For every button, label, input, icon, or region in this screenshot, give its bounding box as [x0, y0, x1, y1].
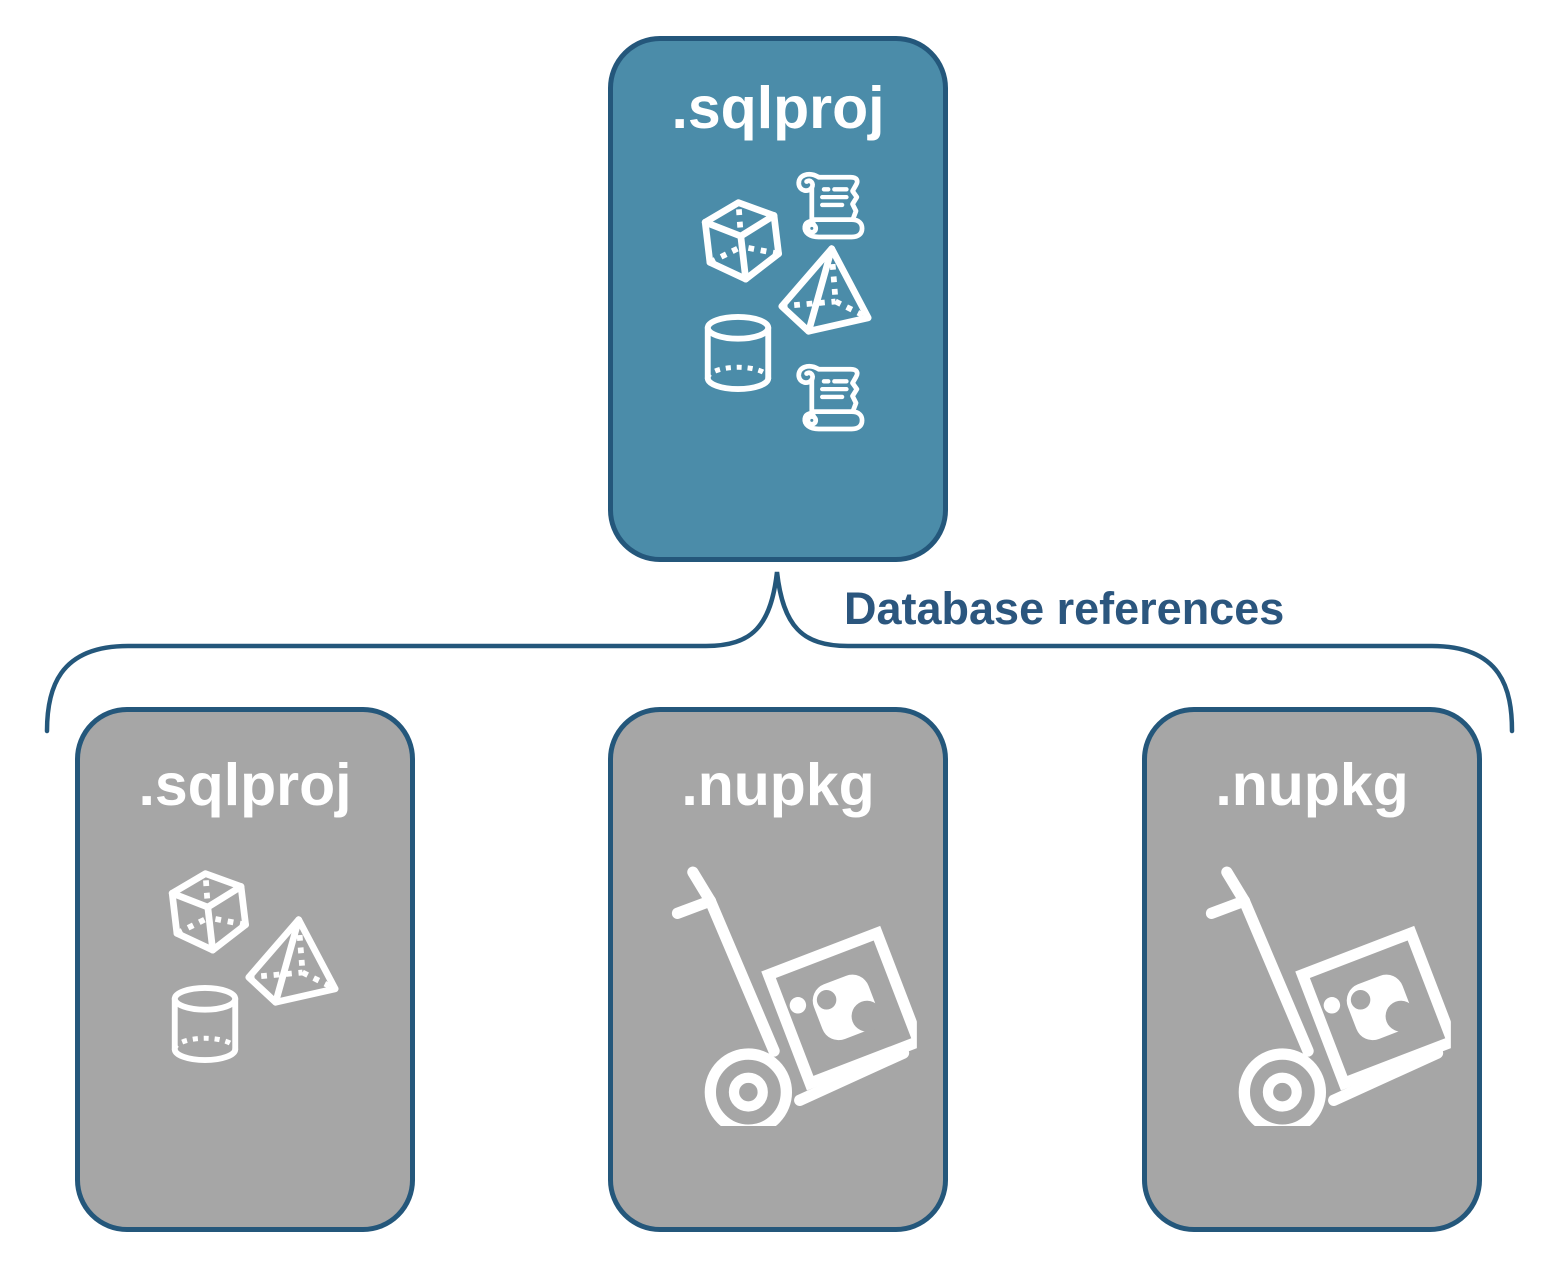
scroll-icon — [791, 359, 869, 447]
card-sqlproj-reference: .sqlproj — [75, 707, 415, 1232]
card-title: .sqlproj — [138, 752, 352, 818]
connector-label: Database references — [844, 583, 1285, 634]
package-hand-truck-icon — [1199, 864, 1451, 1126]
package-hand-truck-icon — [665, 864, 917, 1126]
card-sqlproj-parent: .sqlproj — [608, 36, 948, 562]
pyramid-icon — [235, 912, 347, 1008]
card-title: .nupkg — [681, 752, 875, 818]
card-nupkg-reference-2: .nupkg — [1142, 707, 1482, 1232]
card-title: .sqlproj — [671, 75, 885, 141]
cylinder-icon — [698, 311, 778, 395]
cylinder-icon — [165, 982, 245, 1066]
card-title: .nupkg — [1215, 752, 1409, 818]
pyramid-icon — [768, 241, 880, 337]
card-nupkg-reference-1: .nupkg — [608, 707, 948, 1232]
